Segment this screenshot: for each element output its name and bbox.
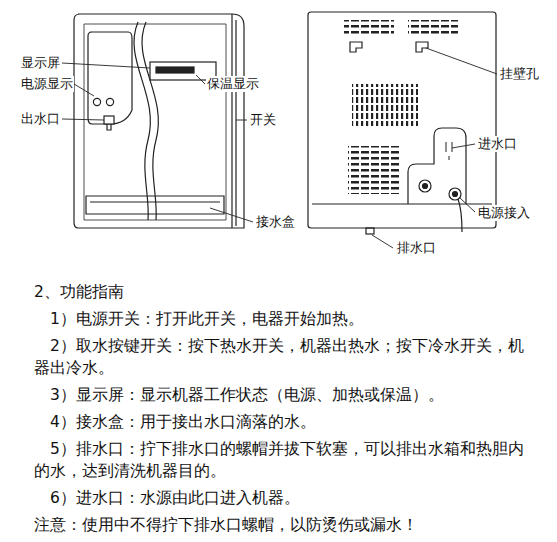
switch-label: 开关 [249,112,277,128]
section-heading: 2、功能指南 [34,281,534,303]
leader-lines [62,48,497,248]
guide-item: 1）电源开关：打开此开关，电器开始加热。 [34,308,534,330]
warning-note: 注意：使用中不得拧下排水口螺帽，以防烫伤或漏水！ [34,514,534,536]
drip-tray-label: 接水盒 [255,214,296,230]
guide-item: 2）取水按键开关：按下热水开关，机器出热水；按下冷水开关，机器出冷水。 [34,335,534,379]
hanging-hole-label: 挂壁孔 [499,66,540,82]
guide-item: 4）接水盒：用于接出水口滴落的水。 [34,411,534,433]
back-view [308,12,496,234]
front-view [74,14,244,228]
inlet-label: 进水口 [477,136,518,152]
drain-label: 排水口 [396,240,437,256]
guide-item: 6）进水口：水源由此口进入机器。 [34,487,534,509]
guide-item: 5）排水口：拧下排水口的螺帽并拔下软塞，可以排出水箱和热胆内的水，达到清洗机器目… [34,438,534,482]
power-inlet-label: 电源接入 [477,205,531,221]
warm-indicator-label: 保温显示 [206,76,260,92]
display-label: 显示屏 [20,55,61,71]
outlet-label: 出水口 [20,111,61,127]
function-guide: 2、功能指南 1）电源开关：打开此开关，电器开始加热。 2）取水按键开关：按下热水开… [34,281,534,536]
power-indicator-label: 电源显示 [20,76,74,92]
guide-item: 3）显示屏：显示机器工作状态（电源、加热或保温）。 [34,384,534,406]
